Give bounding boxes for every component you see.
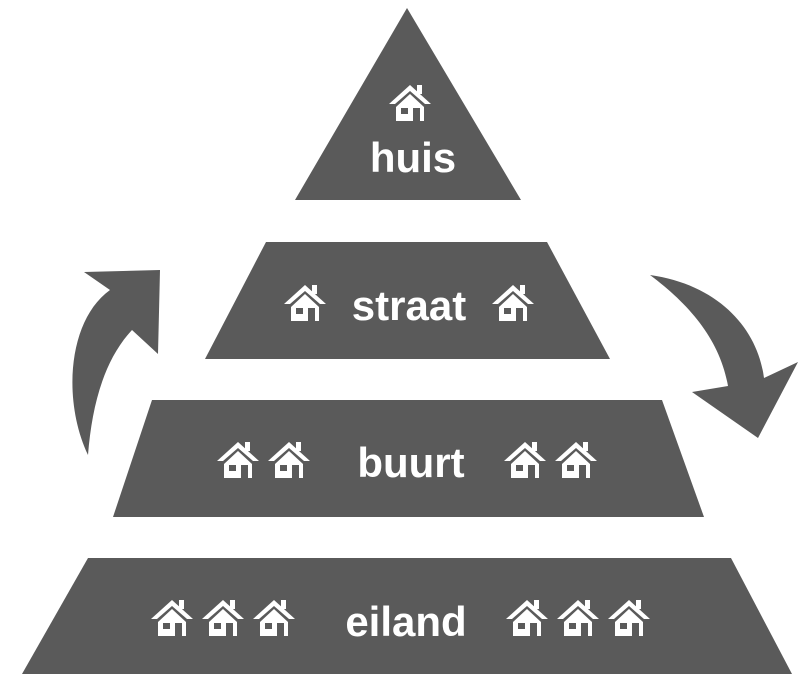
pyramid-level-second	[205, 242, 610, 359]
cycle-arrow-down-icon	[650, 275, 798, 438]
cycle-arrow-up-icon	[72, 270, 160, 455]
pyramid-level-bottom	[22, 558, 792, 674]
level-label-bottom: eiland	[345, 598, 466, 645]
level-label-top: huis	[370, 134, 456, 181]
level-label-third: buurt	[357, 439, 464, 486]
level-label-second: straat	[352, 282, 466, 329]
pyramid-level-third	[113, 400, 704, 517]
